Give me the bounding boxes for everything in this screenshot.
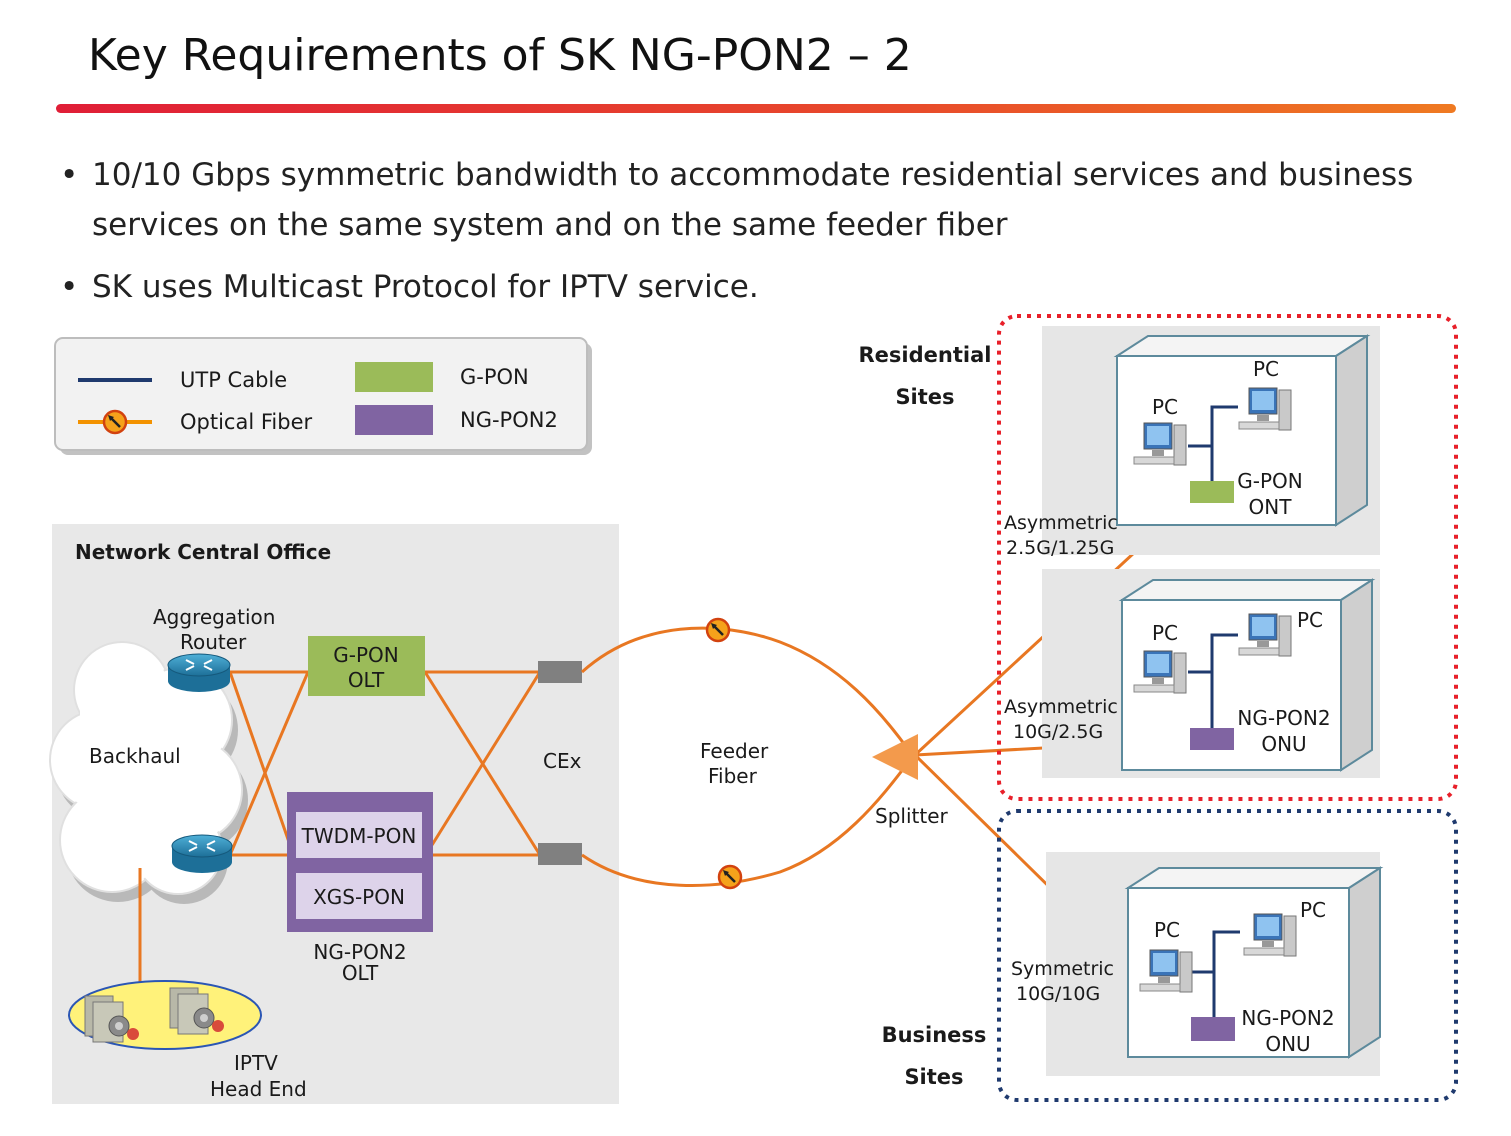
aggregation-router-icon [167, 653, 231, 692]
legend-utp-label: UTP Cable [180, 368, 287, 392]
office-title: Network Central Office [75, 540, 331, 564]
gpon-swatch [355, 362, 433, 392]
bullet-item: SK uses Multicast Protocol for IPTV serv… [60, 262, 1460, 312]
twdm-pon-card [296, 812, 422, 858]
pc-label: PC [1253, 357, 1279, 381]
slide-title: Key Requirements of SK NG-PON2 – 2 [88, 30, 912, 81]
link-label-1: Asymmetric [1004, 696, 1118, 718]
office-fiber-links [228, 670, 542, 857]
business-site-ngpon2: PC PC NG-PON2 ONU Symmetric 10G/10G [1011, 852, 1384, 1076]
link-label-2: 2.5G/1.25G [1006, 537, 1114, 559]
bullet-item: 10/10 Gbps symmetric bandwidth to accomm… [60, 150, 1460, 250]
xgs-pon-label: XGS-PON [313, 885, 405, 909]
business-label-2: Sites [904, 1065, 963, 1089]
residential-label-2: Sites [895, 385, 954, 409]
feeder-label-1: Feeder [700, 739, 769, 763]
legend-box: UTP Cable Optical Fiber G-PON NG-PON2 [54, 337, 592, 455]
ngpon2-onu-label-1: NG-PON2 [1237, 706, 1330, 730]
pc-label: PC [1297, 608, 1323, 632]
residential-sites: Residential Sites PC PC G-PON ONT Asymme… [859, 314, 1458, 801]
iptv-label-2: Head End [210, 1077, 307, 1101]
gpon-olt-label-2: OLT [348, 668, 385, 692]
ngpon2-olt-label-1: NG-PON2 [313, 940, 406, 964]
pc-label: PC [1300, 898, 1326, 922]
link-label-1: Symmetric [1011, 958, 1114, 980]
link-label-2: 10G/10G [1016, 983, 1100, 1005]
ngpon2-onu-box [1191, 1017, 1235, 1041]
edge-router-icon [171, 834, 233, 873]
gpon-ont-box [1190, 481, 1234, 503]
link-label-1: Asymmetric [1004, 512, 1118, 534]
business-label-1: Business [882, 1023, 987, 1047]
fiber-marker-icon [717, 864, 743, 890]
pc-label: PC [1152, 395, 1178, 419]
title-underline [56, 104, 1456, 113]
iptv-cloud [68, 980, 262, 1050]
legend-gpon-label: G-PON [460, 365, 529, 389]
aggregation-label-1: Aggregation [153, 605, 275, 629]
link-label-2: 10G/2.5G [1013, 721, 1103, 743]
pc-label: PC [1154, 918, 1180, 942]
ngpon2-onu-label-1: NG-PON2 [1241, 1006, 1334, 1030]
pc-label: PC [1152, 621, 1178, 645]
legend-ngpon2-label: NG-PON2 [460, 408, 558, 432]
ngpon2-olt-label-2: OLT [342, 961, 379, 985]
central-office: Network Central Office Backhaul Aggregat… [49, 524, 619, 1104]
fiber-marker-icon [705, 617, 731, 643]
legend-fiber-label: Optical Fiber [180, 410, 312, 434]
fiber-marker-icon [102, 409, 128, 435]
splitter-icon [872, 734, 918, 780]
business-sites: Business Sites PC PC NG-PON2 ONU Symmetr… [882, 809, 1458, 1102]
bullet-list: 10/10 Gbps symmetric bandwidth to accomm… [60, 150, 1460, 324]
backhaul-label: Backhaul [89, 744, 181, 768]
ngpon2-onu-label-2: ONU [1265, 1032, 1310, 1056]
twdm-pon-label: TWDM-PON [301, 824, 417, 848]
residential-label-1: Residential [859, 343, 992, 367]
cex-label: CEx [543, 749, 582, 773]
splitter-label: Splitter [875, 804, 948, 828]
gpon-olt-label-1: G-PON [333, 643, 398, 667]
gpon-ont-label-2: ONT [1249, 495, 1293, 519]
gpon-olt [308, 636, 425, 696]
residential-site-ngpon2: PC PC NG-PON2 ONU Asymmetric 10G/2.5G [1004, 569, 1380, 778]
aggregation-label-2: Router [180, 630, 247, 654]
gpon-ont-label-1: G-PON [1237, 469, 1302, 493]
ngpon2-onu-label-2: ONU [1261, 732, 1306, 756]
xgs-pon-card [296, 873, 422, 919]
residential-site-gpon: PC PC G-PON ONT Asymmetric 2.5G/1.25G [1004, 326, 1380, 559]
cex-top [538, 661, 582, 683]
iptv-label-1: IPTV [234, 1051, 278, 1075]
ngpon2-swatch [355, 405, 433, 435]
cex-bottom [538, 843, 582, 865]
feeder-label-2: Fiber [708, 764, 758, 788]
ngpon2-onu-box [1190, 728, 1234, 750]
